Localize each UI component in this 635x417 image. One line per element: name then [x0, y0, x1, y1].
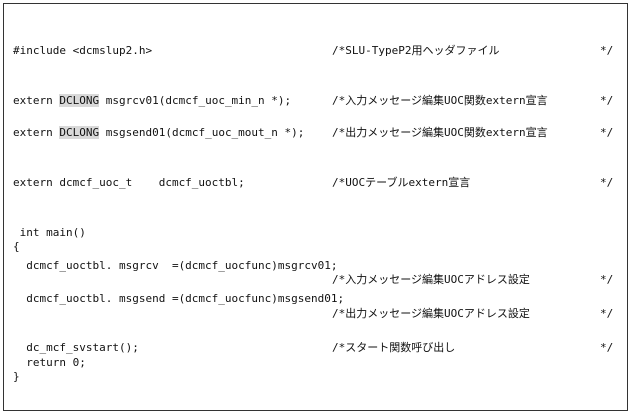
extern-msgsend-comment: /*出力メッセージ編集UOC関数extern宣言 — [332, 126, 548, 139]
brace-open: { — [13, 240, 20, 253]
extern-keyword: extern — [13, 126, 60, 139]
svstart-call: dc_mcf_svstart(); — [13, 341, 139, 354]
extern-uoctbl-code: extern dcmcf_uoc_t dcmcf_uoctbl; — [13, 176, 245, 189]
assign-msgsend-code: dcmcf_uoctbl. msgsend =(dcmcf_uocfunc)ms… — [13, 292, 345, 305]
dclong-highlight: DCLONG — [59, 126, 100, 139]
extern-msgsend-code: msgsend01(dcmcf_uoc_mout_n *); — [99, 126, 305, 139]
svstart-comment-end: */ — [600, 341, 614, 354]
assign-msgrcv-code: dcmcf_uoctbl. msgrcv =(dcmcf_uocfunc)msg… — [13, 259, 338, 272]
extern-msgrcv-comment-end: */ — [600, 94, 614, 107]
assign-msgsend-comment-end: */ — [600, 307, 614, 320]
extern-uoctbl-comment: /*UOCテーブルextern宣言 — [332, 176, 471, 189]
dclong-highlight: DCLONG — [59, 94, 100, 107]
extern-msgsend-line: extern DCLONG msgsend01(dcmcf_uoc_mout_n… — [13, 126, 304, 140]
extern-keyword: extern — [13, 94, 60, 107]
extern-msgrcv-code: msgrcv01(dcmcf_uoc_min_n *); — [99, 94, 292, 107]
extern-uoctbl-comment-end: */ — [600, 176, 614, 189]
code-listing-frame: #include <dcmslup2.h> /*SLU-TypeP2用ヘッダファ… — [3, 3, 628, 411]
extern-msgsend-comment-end: */ — [600, 126, 614, 139]
assign-msgrcv-comment: /*入力メッセージ編集UOCアドレス設定 — [332, 273, 530, 286]
svstart-comment: /*スタート関数呼び出し — [332, 341, 456, 354]
main-declaration: int main() — [13, 226, 86, 239]
include-line-code: #include <dcmslup2.h> — [13, 44, 153, 57]
brace-close: } — [13, 370, 20, 383]
extern-msgrcv-line: extern DCLONG msgrcv01(dcmcf_uoc_min_n *… — [13, 94, 291, 108]
include-line-comment-end: */ — [600, 44, 614, 57]
include-line-comment: /*SLU-TypeP2用ヘッダファイル — [332, 44, 500, 57]
code-listing: #include <dcmslup2.h> /*SLU-TypeP2用ヘッダファ… — [4, 4, 627, 410]
return-statement: return 0; — [13, 356, 86, 369]
assign-msgsend-comment: /*出力メッセージ編集UOCアドレス設定 — [332, 307, 530, 320]
assign-msgrcv-comment-end: */ — [600, 273, 614, 286]
extern-msgrcv-comment: /*入力メッセージ編集UOC関数extern宣言 — [332, 94, 548, 107]
